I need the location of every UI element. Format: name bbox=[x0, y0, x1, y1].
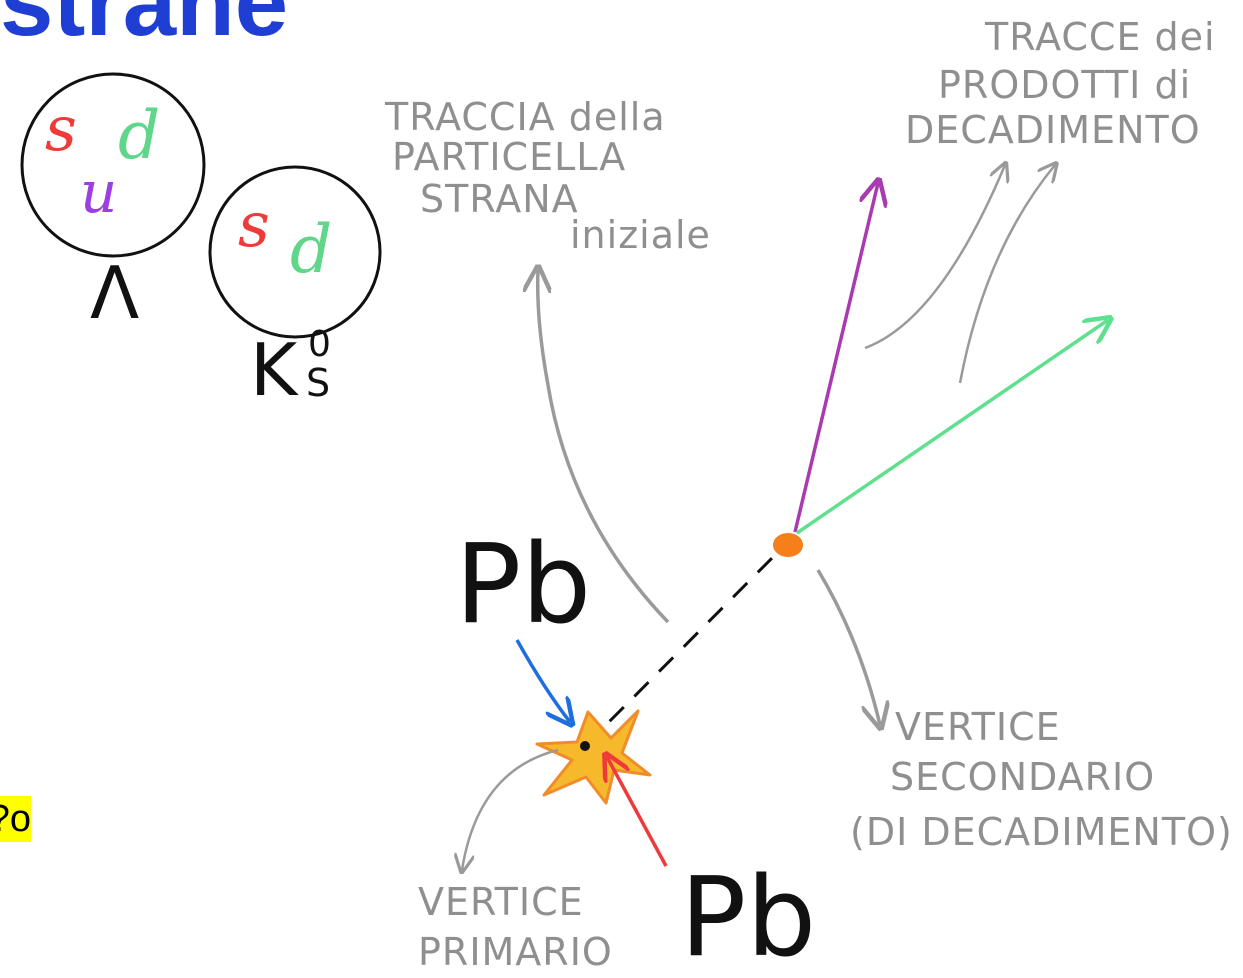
label-primary-vertex-line-2: PRIMARIO bbox=[418, 930, 613, 974]
decay-track-purple bbox=[793, 183, 878, 533]
decay-track-green bbox=[796, 320, 1108, 535]
label-secondary-vertex: VERTICE SECONDARIO (DI DECADIMENTO) bbox=[850, 705, 1233, 854]
lambda-particle: s d u Λ bbox=[20, 72, 206, 335]
beam-arrow-blue bbox=[515, 639, 570, 722]
primary-vertex-star bbox=[535, 709, 652, 805]
kaon-symbol: K bbox=[250, 328, 299, 412]
label-beam-bottom: Pb bbox=[680, 853, 816, 978]
annotation-arrow-primary-vertex bbox=[462, 748, 559, 870]
primary-vertex-point bbox=[580, 741, 590, 751]
label-decay-products-line-2: PRODOTTI di bbox=[938, 63, 1191, 107]
label-decay-products-line-3: DECADIMENTO bbox=[905, 108, 1201, 152]
annotation-arrow-secondary-vertex bbox=[816, 569, 880, 725]
strange-particle-track bbox=[583, 541, 789, 748]
label-initial-track-line-2: PARTICELLA bbox=[392, 135, 626, 179]
secondary-vertex-dot bbox=[773, 533, 803, 557]
label-primary-vertex-line-1: VERTICE bbox=[418, 880, 584, 924]
annotation-arrow-initial-track bbox=[538, 270, 670, 624]
kaon-particle: s d K 0 S bbox=[208, 165, 382, 412]
annotation-arrow-decay-2 bbox=[958, 165, 1055, 384]
page-title: strane bbox=[0, 0, 289, 56]
beam-arrow-red bbox=[607, 757, 668, 867]
label-initial-track: TRACCIA della PARTICELLA STRANA iniziale bbox=[384, 95, 711, 257]
label-initial-track-line-4: iniziale bbox=[570, 213, 711, 257]
label-secondary-vertex-line-1: VERTICE bbox=[895, 705, 1061, 749]
kaon-subscript: S bbox=[306, 361, 330, 405]
annotation-arrow-decay-1 bbox=[864, 165, 1005, 350]
highlighted-text: o? bbox=[0, 796, 31, 842]
kaon-superscript: 0 bbox=[308, 324, 331, 365]
label-decay-products-line-1: TRACCE dei bbox=[984, 15, 1216, 59]
kaon-quark-d: d bbox=[290, 211, 332, 288]
label-secondary-vertex-line-3: (DI DECADIMENTO) bbox=[850, 810, 1233, 854]
lambda-symbol: Λ bbox=[90, 251, 139, 335]
lambda-quark-d: d bbox=[118, 97, 160, 174]
label-initial-track-line-1: TRACCIA della bbox=[384, 95, 666, 139]
kaon-circle bbox=[208, 165, 382, 339]
label-secondary-vertex-line-2: SECONDARIO bbox=[890, 755, 1155, 799]
kaon-quark-s: s bbox=[238, 188, 270, 261]
label-initial-track-line-3: STRANA bbox=[420, 177, 579, 221]
lambda-quark-u: u bbox=[80, 158, 117, 226]
lambda-quark-s: s bbox=[45, 92, 77, 165]
label-primary-vertex: VERTICE PRIMARIO bbox=[418, 880, 613, 974]
label-beam-top: Pb bbox=[455, 520, 591, 648]
lambda-circle bbox=[20, 72, 206, 258]
label-decay-products: TRACCE dei PRODOTTI di DECADIMENTO bbox=[905, 15, 1216, 152]
